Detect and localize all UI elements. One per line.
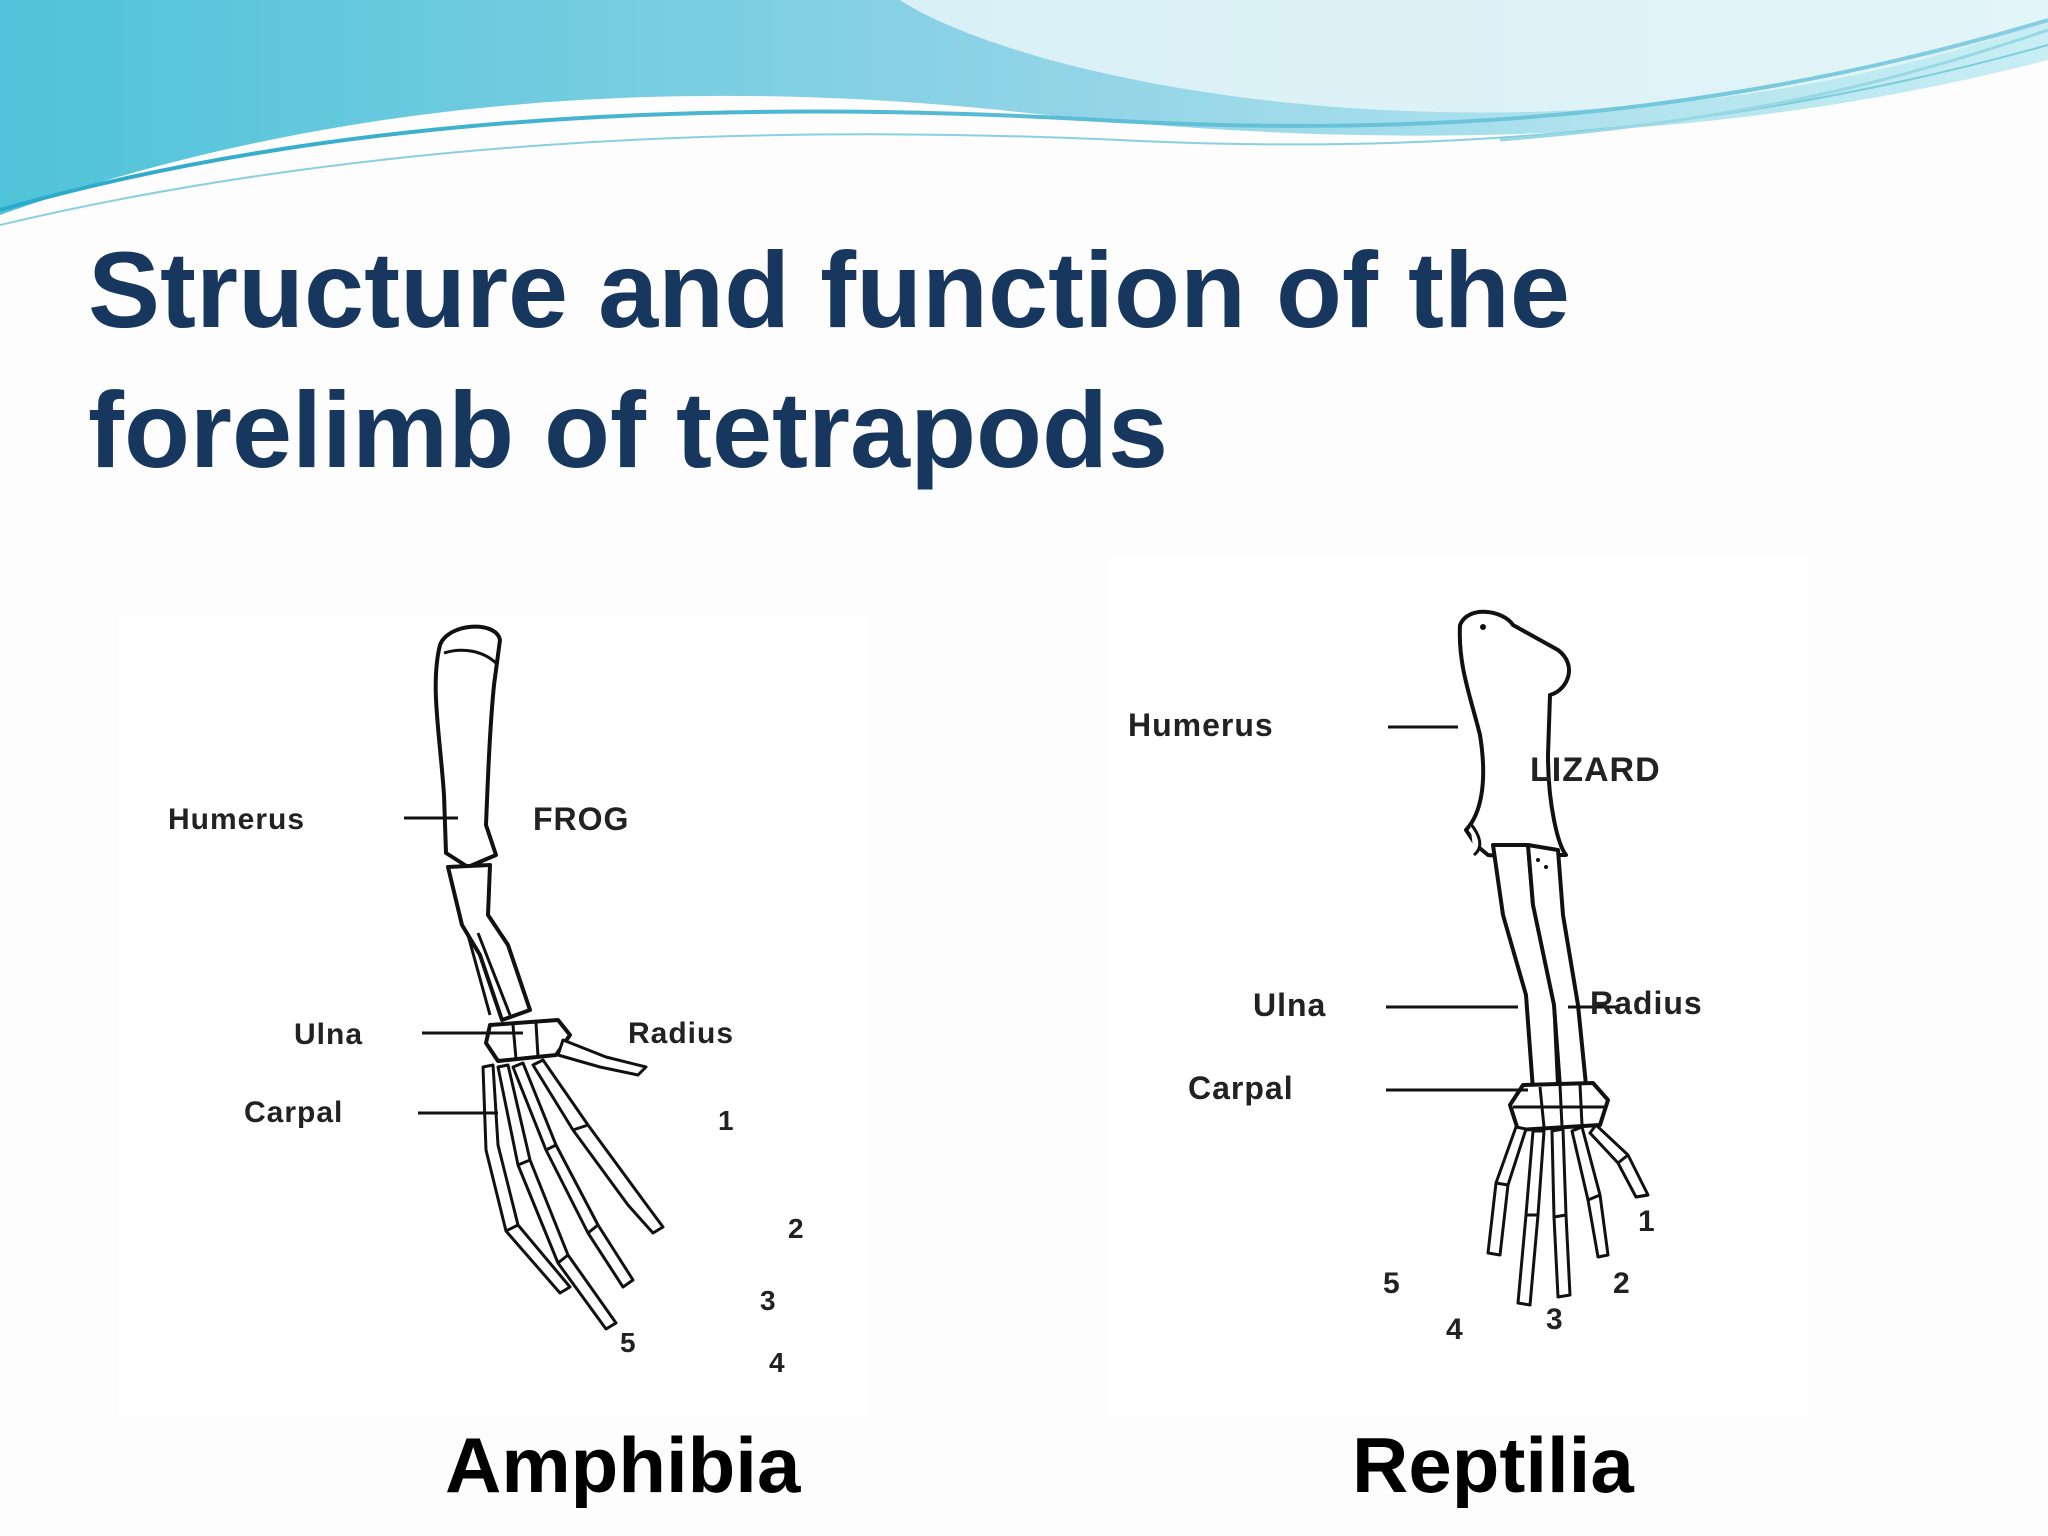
lizard-label-ulna: Ulna: [1253, 987, 1327, 1023]
lizard-diagram: Humerus LIZARD Ulna Radius Carpal 1 2 3 …: [1108, 555, 1808, 1415]
frog-carpals: [484, 1018, 572, 1063]
frog-radioulna-bone: [446, 863, 532, 1022]
lizard-digit-label-1: 1: [1638, 1205, 1656, 1238]
frog-digit-1: [556, 1038, 648, 1077]
lizard-species-label: LIZARD: [1530, 751, 1661, 789]
frog-label-carpal: Carpal: [244, 1096, 344, 1129]
lizard-digit-label-3: 3: [1546, 1303, 1564, 1336]
frog-digit-5: [481, 1063, 572, 1295]
caption-reptilia: Reptilia: [1352, 1421, 1634, 1509]
frog-label-radius: Radius: [628, 1017, 735, 1050]
caption-amphibia: Amphibia: [445, 1421, 801, 1509]
frog-digit-label-5: 5: [620, 1327, 637, 1358]
lizard-humerus-bone: [1457, 609, 1571, 858]
frog-digit-label-1: 1: [718, 1105, 735, 1136]
frog-diagram: Humerus FROG Ulna Radius Carpal 1 2 3 4 …: [118, 615, 868, 1415]
lizard-digit-label-5: 5: [1383, 1267, 1401, 1300]
frog-humerus-bone: [433, 624, 502, 869]
lizard-label-humerus: Humerus: [1128, 707, 1274, 743]
frog-label-humerus: Humerus: [168, 803, 306, 836]
lizard-label-carpal: Carpal: [1188, 1070, 1294, 1106]
lizard-digit-3: [1550, 1127, 1572, 1299]
frog-digit-label-2: 2: [788, 1213, 805, 1244]
lizard-skeleton-drawing: [1386, 609, 1650, 1307]
lizard-digit-label-4: 4: [1446, 1313, 1464, 1346]
frog-label-ulna: Ulna: [294, 1018, 364, 1051]
lizard-digit-4: [1516, 1129, 1546, 1307]
frog-digit-2: [531, 1058, 665, 1235]
slide-title: Structure and function of the forelimb o…: [88, 229, 1570, 490]
header-waves: [0, 0, 2048, 226]
lizard-digit-label-2: 2: [1613, 1267, 1631, 1300]
frog-species-label: FROG: [533, 801, 630, 837]
lizard-digit-5: [1486, 1125, 1528, 1257]
frog-digit-label-4: 4: [769, 1347, 786, 1378]
lizard-label-radius: Radius: [1590, 985, 1703, 1021]
frog-digit-4: [496, 1063, 618, 1331]
frog-skeleton-drawing: [404, 624, 665, 1331]
frog-digit-label-3: 3: [760, 1285, 777, 1316]
frog-digit-3: [511, 1061, 635, 1289]
